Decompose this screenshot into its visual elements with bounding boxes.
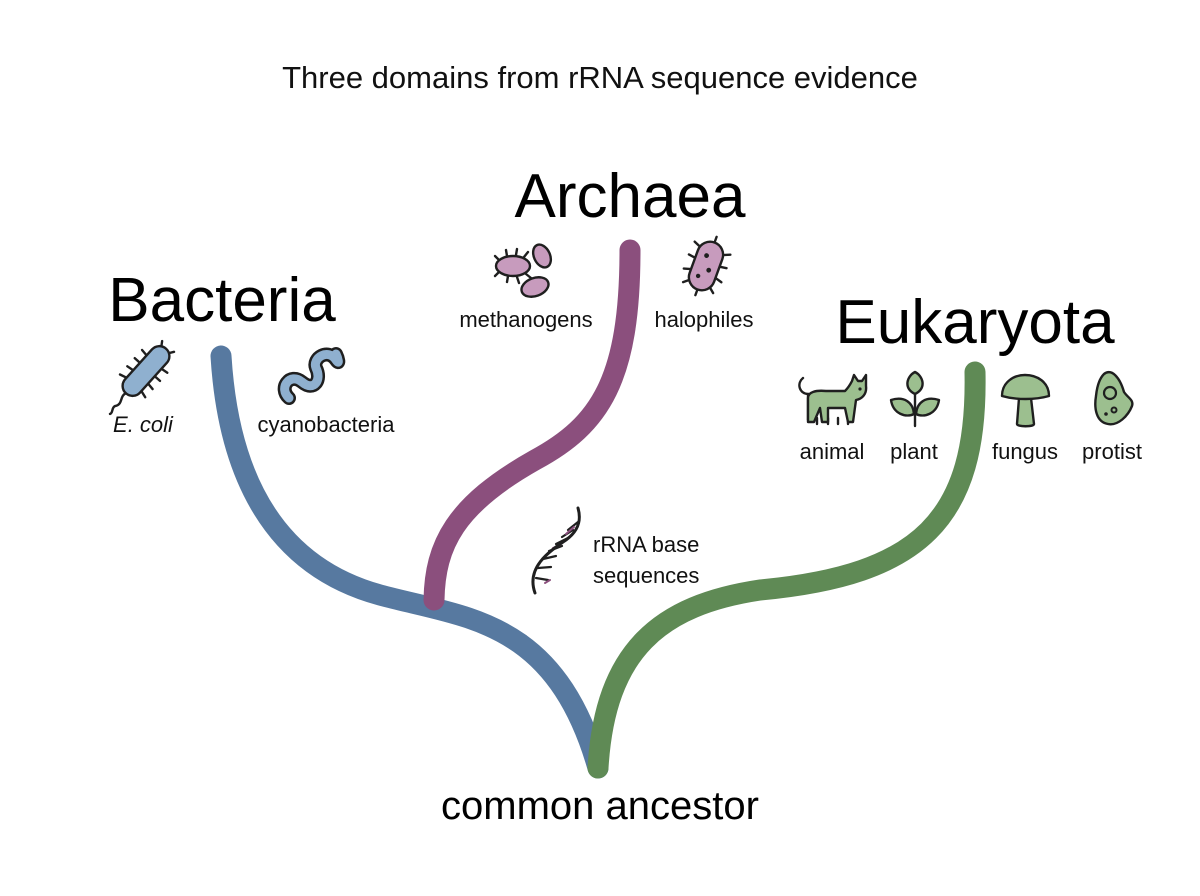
evidence-label-line1: rRNA base	[593, 532, 699, 557]
domain-name-bacteria: Bacteria	[108, 266, 336, 335]
domain-name-archaea: Archaea	[515, 162, 746, 231]
mushroom-icon	[1000, 373, 1051, 428]
example-label-animal: animal	[800, 439, 865, 464]
example-label-cyanobacteria: cyanobacteria	[258, 412, 396, 437]
spiral-bacterium-icon	[277, 347, 346, 405]
example-label-e-coli: E. coli	[113, 412, 174, 437]
example-label-fungus: fungus	[992, 439, 1058, 464]
root-label: common ancestor	[441, 784, 759, 828]
example-label-methanogens: methanogens	[459, 307, 592, 332]
domain-name-eukaryota: Eukaryota	[835, 288, 1115, 357]
archaea-branch	[423, 239, 641, 611]
cat-icon	[798, 373, 868, 426]
eukaryota-branch	[587, 361, 986, 779]
rna-strand-icon	[531, 506, 581, 595]
sprout-icon	[889, 370, 941, 428]
example-label-plant: plant	[890, 439, 938, 464]
protist-cell-icon	[1094, 371, 1134, 426]
evidence-label-line2: sequences	[593, 563, 699, 588]
example-label-halophiles: halophiles	[654, 307, 753, 332]
methanogen-cells-icon	[493, 243, 553, 298]
rod-bacterium-icon	[108, 339, 176, 416]
diagram-title: Three domains from rRNA sequence evidenc…	[282, 60, 918, 95]
bacteria-branch	[210, 345, 609, 779]
halophile-cell-icon	[681, 235, 732, 297]
example-label-protist: protist	[1082, 439, 1142, 464]
